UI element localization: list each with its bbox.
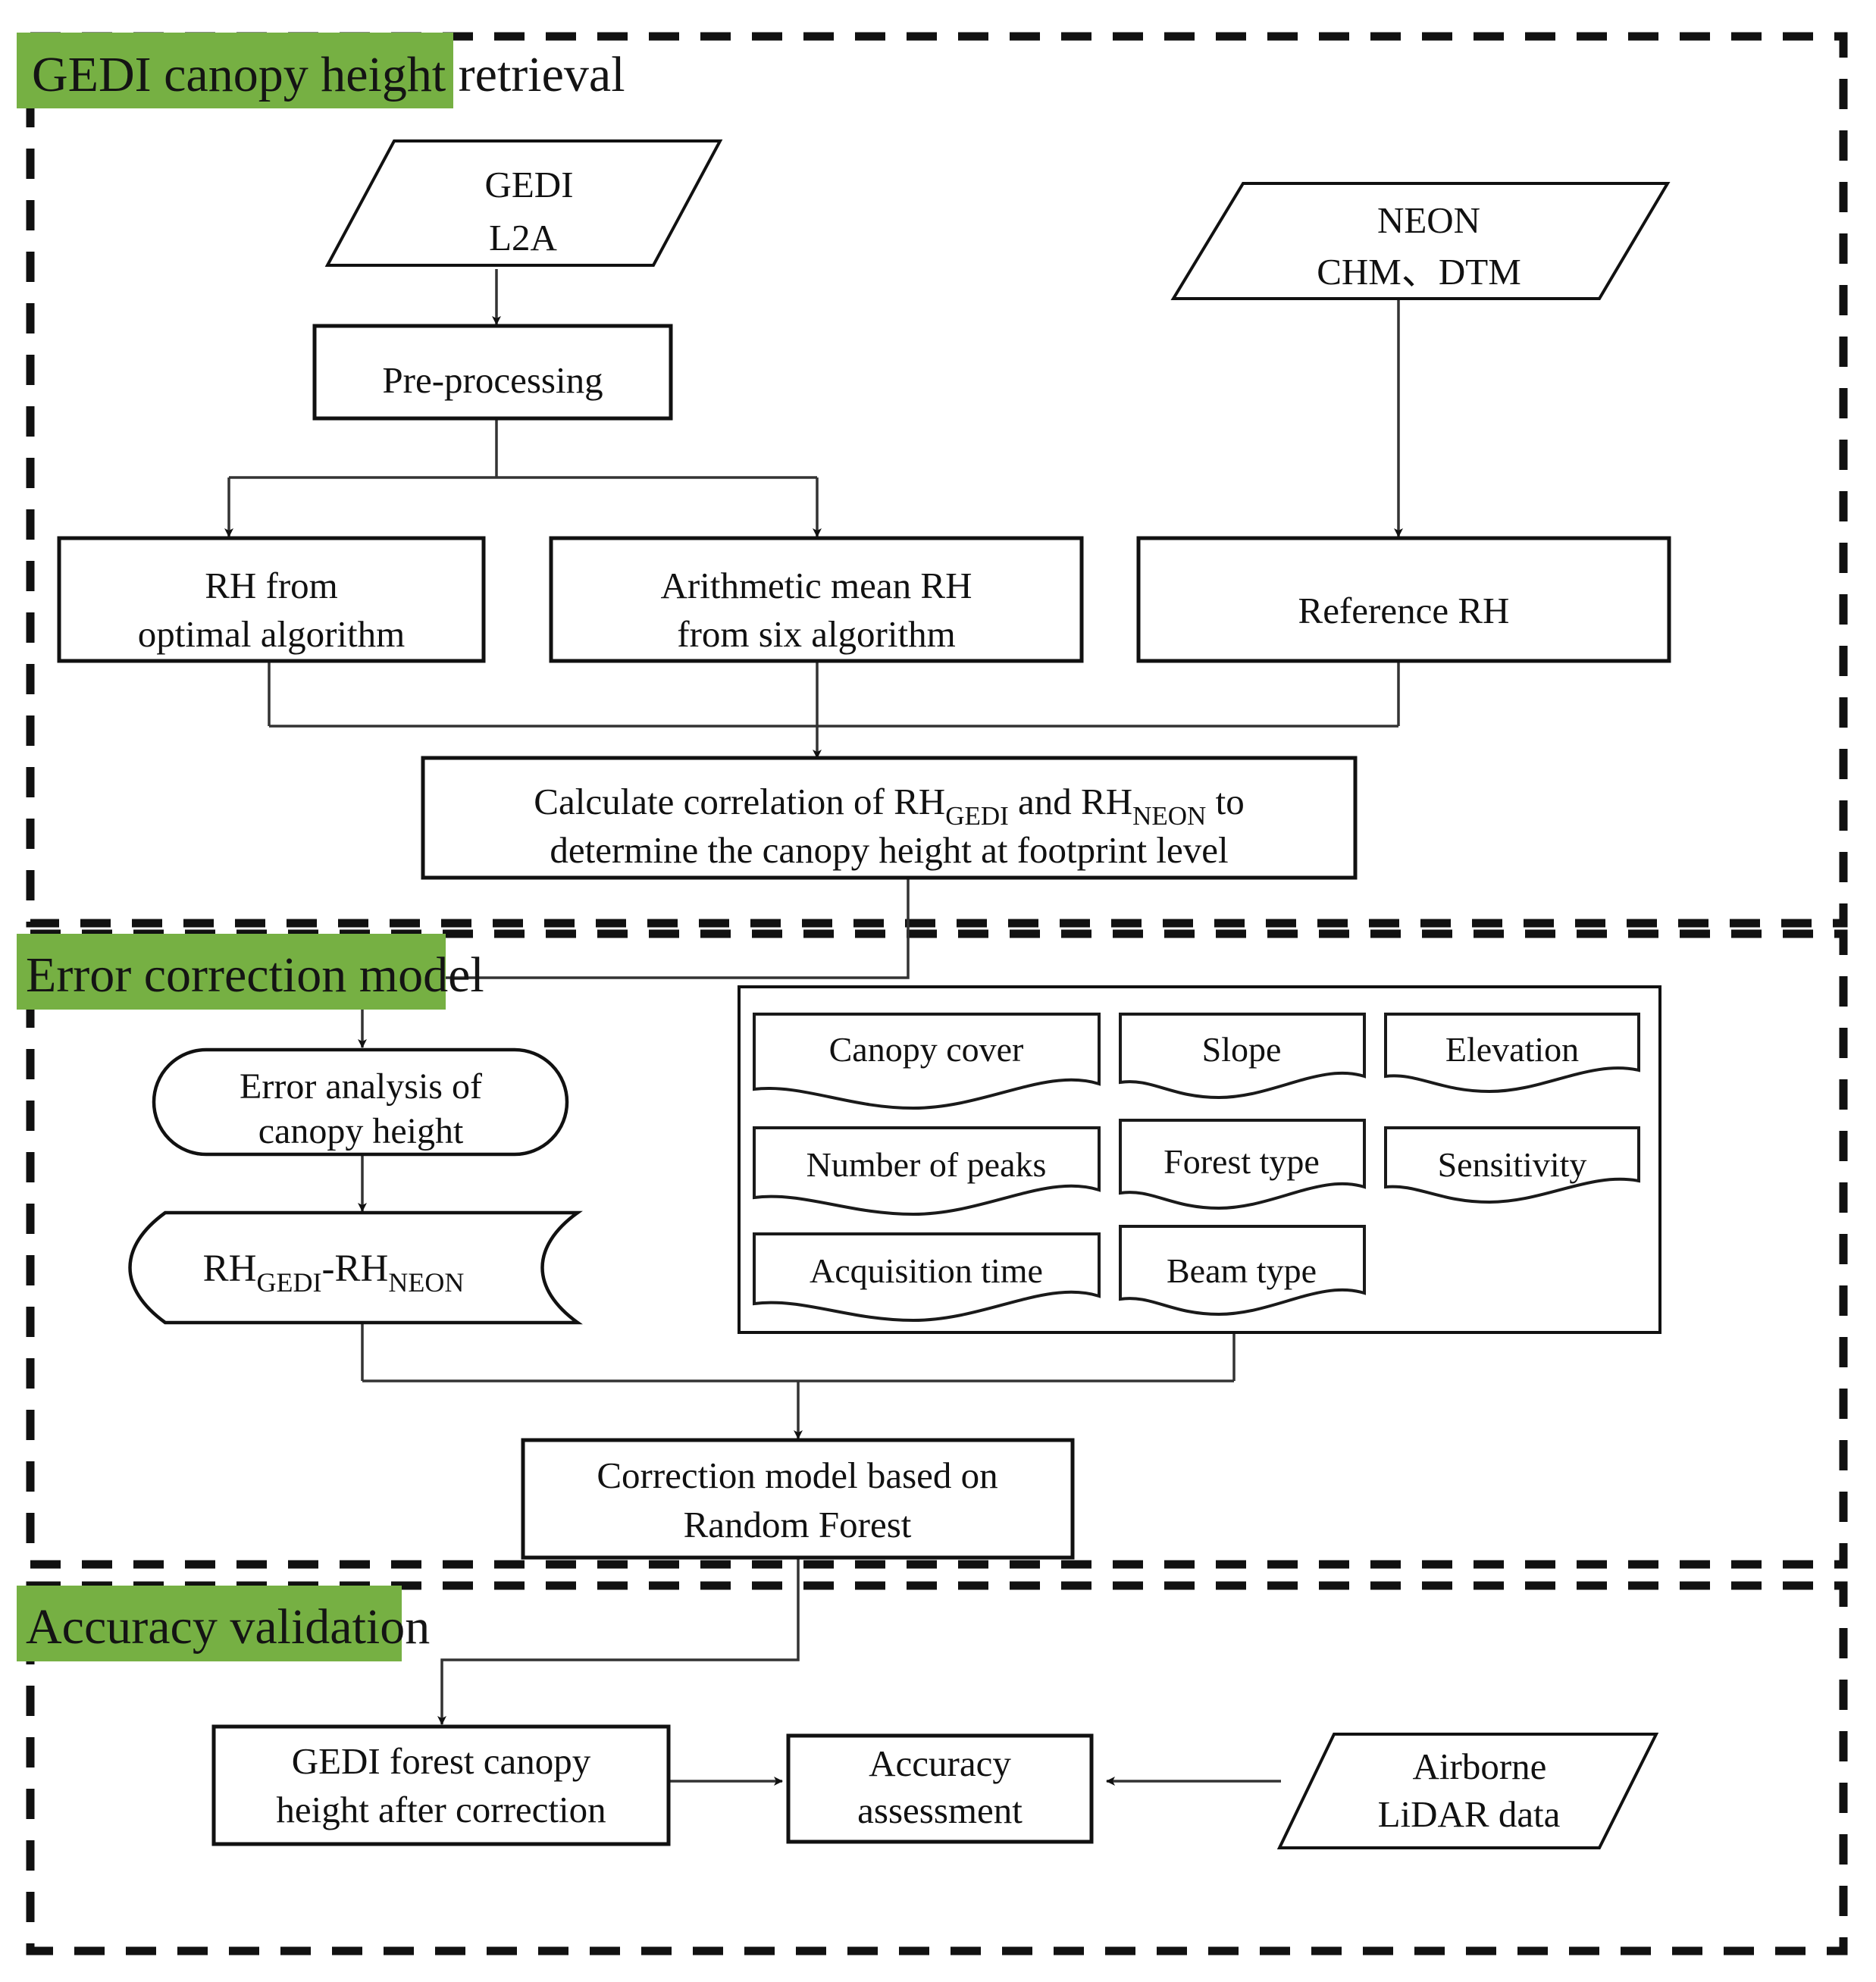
node-gedi-corrected[interactable]: GEDI forest canopy height after correcti… [211, 1724, 671, 1846]
node-neon-line2: CHM、DTM [1317, 251, 1521, 293]
node-error-analysis[interactable]: Error analysis of canopy height [152, 1047, 569, 1157]
node-preprocessing[interactable]: Pre-processing [312, 324, 673, 421]
node-reference-rh[interactable]: Reference RH [1136, 536, 1671, 663]
node-rh-optimal-line2: optimal algorithm [138, 613, 405, 655]
node-airborne-line1: Airborne [1413, 1746, 1547, 1787]
edge-correction-model-to-gedi-corrected [437, 1558, 800, 1725]
feature-sensitivity[interactable]: Sensitivity [1384, 1126, 1640, 1204]
feature-canopy-cover[interactable]: Canopy cover [753, 1013, 1101, 1110]
section-banner-error-correction: Error correction model [17, 934, 484, 1010]
section-banner-accuracy-validation: Accuracy validation [17, 1586, 430, 1661]
feature-beam-type-label: Beam type [1167, 1251, 1317, 1290]
feature-acquisition-time[interactable]: Acquisition time [753, 1232, 1101, 1323]
feature-forest-type-label: Forest type [1163, 1142, 1320, 1181]
node-reference-rh-label: Reference RH [1298, 590, 1510, 631]
feature-canopy-cover-label: Canopy cover [829, 1030, 1024, 1069]
feature-number-of-peaks[interactable]: Number of peaks [753, 1126, 1101, 1216]
node-correlation-line1: Calculate correlation of RHGEDI and RHNE… [534, 781, 1244, 831]
node-rh-mean-line1: Arithmetic mean RH [661, 565, 972, 606]
section-banner-retrieval-label: GEDI canopy height retrieval [32, 47, 625, 102]
node-preprocessing-label: Pre-processing [382, 359, 603, 401]
node-rh-diff[interactable]: RHGEDI-RHNEON [128, 1210, 583, 1325]
node-gedi-corrected-line1: GEDI forest canopy [292, 1740, 591, 1782]
section-banner-accuracy-validation-label: Accuracy validation [26, 1599, 430, 1655]
node-correction-model-line1: Correction model based on [597, 1454, 998, 1496]
node-neon-line1: NEON [1377, 199, 1480, 241]
node-gedi-corrected-line2: height after correction [276, 1789, 606, 1830]
node-gedi-l2a-line2: L2A [489, 217, 557, 258]
node-airborne-line2: LiDAR data [1378, 1793, 1561, 1835]
feature-beam-type[interactable]: Beam type [1119, 1225, 1366, 1317]
node-error-analysis-line2: canopy height [258, 1111, 464, 1151]
node-rh-mean[interactable]: Arithmetic mean RH from six algorithm [549, 536, 1084, 663]
node-accuracy-line1: Accuracy [869, 1742, 1011, 1784]
feature-number-of-peaks-label: Number of peaks [806, 1145, 1047, 1184]
node-correlation-line2: determine the canopy height at footprint… [550, 829, 1228, 871]
node-correction-model[interactable]: Correction model based on Random Forest [521, 1438, 1075, 1560]
feature-slope-label: Slope [1202, 1030, 1282, 1069]
node-error-analysis-line1: Error analysis of [240, 1066, 482, 1107]
node-rh-optimal[interactable]: RH from optimal algorithm [57, 536, 486, 663]
node-correlation[interactable]: Calculate correlation of RHGEDI and RHNE… [421, 756, 1358, 880]
node-neon[interactable]: NEON CHM、DTM [1170, 182, 1671, 300]
feature-elevation-label: Elevation [1445, 1030, 1579, 1069]
node-accuracy-assessment[interactable]: Accuracy assessment [786, 1733, 1094, 1844]
feature-forest-type[interactable]: Forest type [1119, 1119, 1366, 1210]
node-accuracy-line2: assessment [857, 1789, 1023, 1831]
feature-slope[interactable]: Slope [1119, 1013, 1366, 1100]
feature-elevation[interactable]: Elevation [1384, 1013, 1640, 1094]
node-rh-diff-label: RHGEDI-RHNEON [203, 1248, 465, 1298]
node-gedi-l2a-line1: GEDI [484, 164, 573, 205]
section-border-error-correction [26, 929, 1848, 1569]
edge-correlation-to-error-analysis [358, 875, 910, 1048]
node-rh-optimal-line1: RH from [205, 565, 338, 606]
node-correction-model-line2: Random Forest [684, 1504, 912, 1545]
connector-layer [224, 269, 1403, 1786]
feature-sensitivity-label: Sensitivity [1438, 1145, 1587, 1184]
section-border-accuracy-validation [26, 1581, 1848, 1955]
node-rh-mean-line2: from six algorithm [677, 613, 955, 655]
feature-acquisition-time-label: Acquisition time [810, 1251, 1043, 1290]
node-airborne-lidar[interactable]: Airborne LiDAR data [1276, 1733, 1659, 1849]
section-border-retrieval [26, 32, 1848, 928]
section-banner-error-correction-label: Error correction model [26, 947, 484, 1003]
section-banner-retrieval: GEDI canopy height retrieval [17, 33, 625, 108]
node-gedi-l2a[interactable]: GEDI L2A [324, 139, 723, 267]
